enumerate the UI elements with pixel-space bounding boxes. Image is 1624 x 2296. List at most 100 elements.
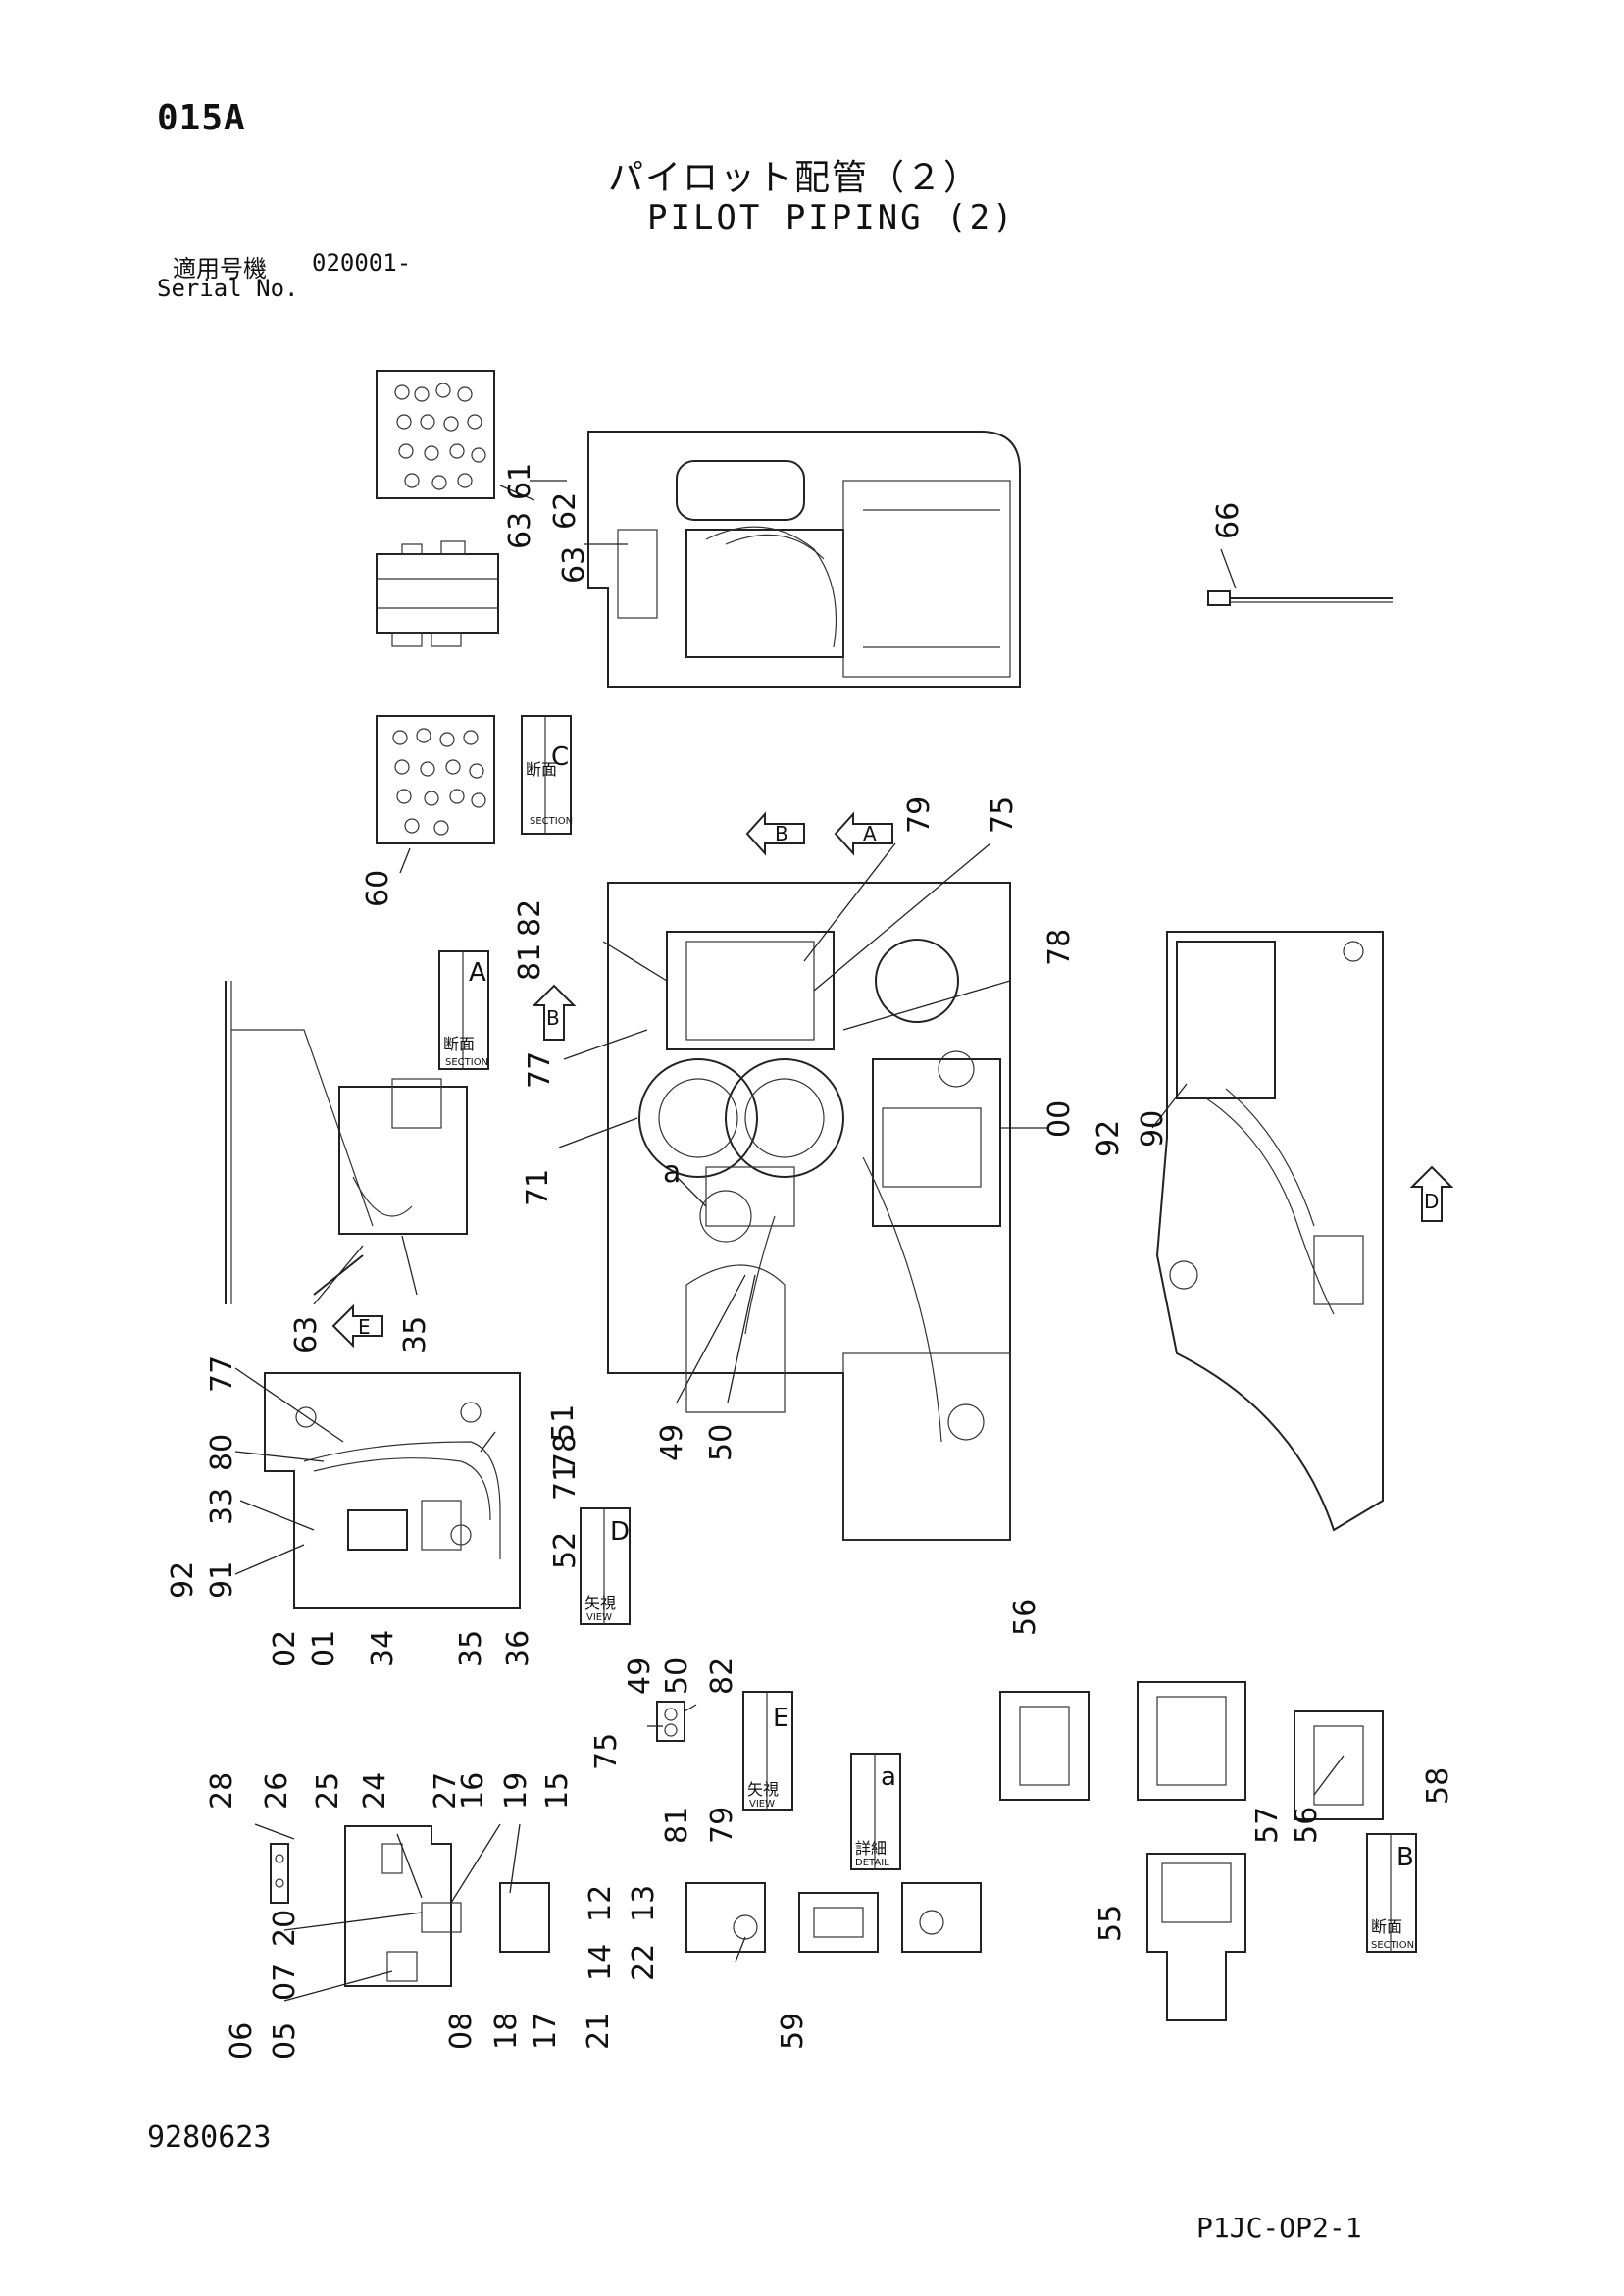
label-section-c: 断面 SECTION C [521,715,573,835]
arrow-b-label: B [775,822,788,845]
svg-text:E: E [773,1704,788,1733]
callout-50b: 50 [660,1658,694,1695]
callout-50: 50 [704,1424,738,1461]
callout-82: 82 [513,899,547,937]
callout-63: 63 [503,512,537,549]
callout-15: 15 [540,1772,575,1810]
part-callouts: 63 61 62 63 66 60 79 75 82 81 78 77 00 9… [166,463,1455,2060]
label-view-e: 矢視 VIEW E [742,1691,793,1811]
callout-20: 20 [268,1910,302,1947]
detail-a-views [685,1882,982,1953]
callout-78: 78 [1042,929,1077,966]
callout-16: 16 [456,1772,490,1810]
callout-28: 28 [205,1772,239,1810]
callout-79: 79 [902,796,937,834]
callout-75b: 75 [589,1733,624,1770]
svg-text:詳細: 詳細 [855,1839,887,1858]
callout-14: 14 [584,1944,618,1981]
callout-92b: 92 [166,1561,200,1599]
callout-90: 90 [1136,1110,1170,1148]
callout-25: 25 [311,1772,345,1810]
callout-26: 26 [260,1772,294,1810]
leader-lines [234,480,1345,2002]
callout-05: 05 [268,2022,302,2060]
serial-number-value: 020001- [312,249,412,277]
callout-77b: 77 [205,1355,239,1393]
svg-text:断面: 断面 [1371,1917,1402,1936]
arrow-b2-label: B [546,1006,560,1030]
svg-text:VIEW: VIEW [749,1799,775,1810]
callout-63b: 63 [557,546,591,584]
callout-21: 21 [582,2013,616,2050]
callout-81b: 81 [660,1807,694,1844]
svg-text:断面: 断面 [526,760,557,779]
callout-49: 49 [655,1424,689,1461]
cab-top-view [587,431,1021,688]
svg-text:矢視: 矢視 [747,1780,779,1799]
page-reference-code: P1JC-OP2-1 [1196,2212,1362,2244]
callout-56: 56 [1008,1599,1042,1636]
callout-92: 92 [1091,1120,1126,1157]
page-code: 015A [157,98,246,138]
svg-text:VIEW: VIEW [586,1612,612,1623]
callout-35b: 35 [454,1630,488,1667]
callout-82b: 82 [705,1658,739,1695]
arrow-a-label: A [863,822,877,845]
svg-text:断面: 断面 [443,1035,475,1053]
callout-51: 51 [546,1404,581,1442]
section-a-view [225,981,468,1304]
callout-60: 60 [361,870,395,907]
svg-text:矢視: 矢視 [584,1594,616,1612]
callout-63c: 63 [289,1316,324,1353]
label-section-a: 断面 SECTION A [438,950,489,1070]
callout-27: 27 [429,1772,463,1810]
callout-02: 02 [268,1630,302,1667]
callout-78b: 78 [548,1434,583,1471]
label-view-d: 矢視 VIEW D [580,1507,631,1625]
view-e-fitting [656,1701,685,1742]
callout-75: 75 [986,796,1020,834]
callout-59: 59 [776,2013,810,2050]
callout-08: 08 [444,2013,479,2050]
cable-tie-part-66 [1207,590,1393,606]
serial-label-japanese: 適用号機 [173,255,267,282]
valve-block-side-view [376,540,499,647]
valve-block-section-c-view [376,715,495,844]
upperstructure-plan-view [607,882,1011,1541]
page-title-japanese: パイロット配管（２） [608,158,982,198]
callout-a: a [663,1155,681,1190]
serial-label-english: Serial No. [157,275,299,302]
page-title-english: PILOT PIPING (2) [647,198,1016,237]
callout-77: 77 [523,1051,557,1089]
svg-text:a: a [881,1762,896,1792]
callout-57: 57 [1250,1807,1285,1844]
callout-17: 17 [529,2013,563,2050]
callout-18: 18 [489,2013,524,2050]
callout-24: 24 [358,1772,392,1810]
callout-56b: 56 [1290,1807,1324,1844]
callout-35: 35 [398,1316,432,1353]
label-detail-a: 詳細 DETAIL a [850,1753,901,1870]
callout-36: 36 [501,1630,535,1667]
callout-79b: 79 [705,1807,739,1844]
svg-text:B: B [1396,1843,1414,1872]
callout-01: 01 [307,1630,341,1667]
drawing-number: 9280623 [147,2120,272,2155]
svg-text:A: A [469,958,486,988]
callout-61: 61 [503,463,537,500]
svg-text:SECTION: SECTION [530,816,573,827]
callout-49b: 49 [623,1658,657,1695]
callout-34: 34 [366,1630,400,1667]
callout-66: 66 [1211,502,1245,539]
svg-text:D: D [610,1517,630,1547]
callout-71b: 71 [548,1463,583,1501]
arrow-d-label: D [1424,1190,1439,1213]
callout-71: 71 [521,1169,555,1206]
callout-13: 13 [627,1885,661,1922]
svg-text:DETAIL: DETAIL [855,1858,889,1868]
swing-frame-side-view [1155,931,1384,1532]
callout-00: 00 [1042,1100,1077,1138]
callout-06: 06 [225,2022,259,2060]
view-d-panel [264,1372,521,1609]
